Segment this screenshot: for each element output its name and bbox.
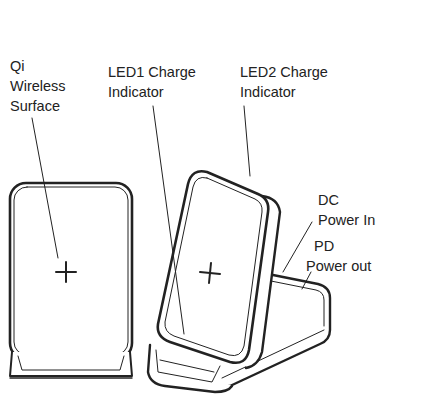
led-label: LED2 Charge Indicator bbox=[240, 62, 340, 102]
leader-lines bbox=[32, 106, 312, 334]
port-label: PD Power out bbox=[306, 236, 378, 276]
surface-label: Qi Wireless Surface bbox=[10, 56, 78, 116]
front-view-charger bbox=[10, 183, 132, 378]
port-label: DC Power In bbox=[318, 190, 382, 230]
led-label: LED1 Charge Indicator bbox=[108, 62, 216, 102]
angled-view-charger bbox=[148, 171, 330, 392]
